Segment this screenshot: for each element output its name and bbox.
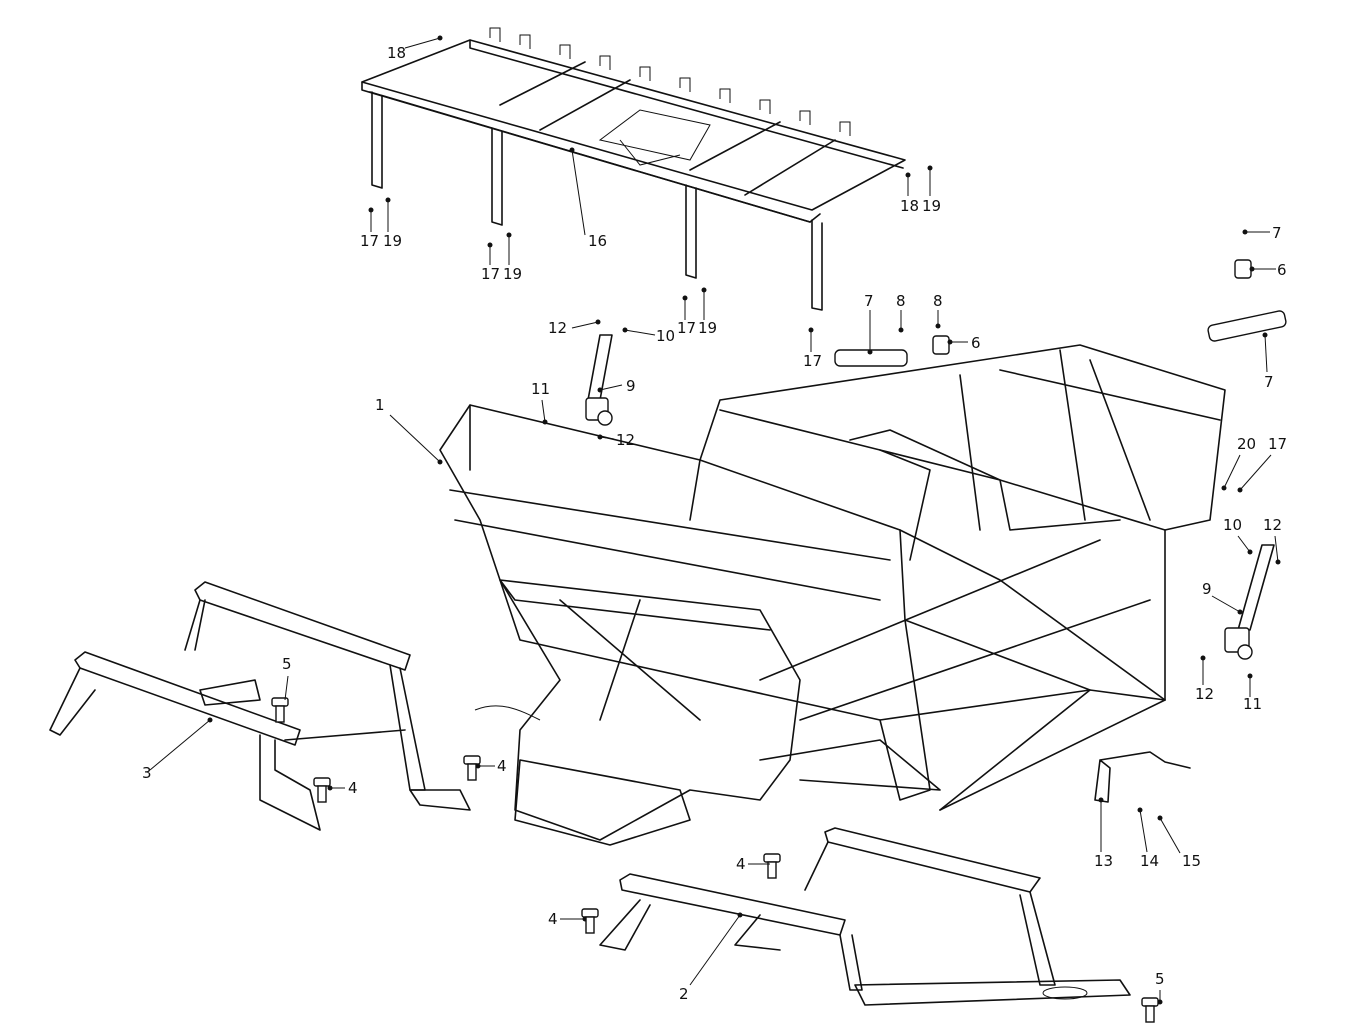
callout-label-18: 18 — [900, 197, 919, 215]
callout-label-12: 12 — [1195, 685, 1214, 703]
leader-line — [599, 436, 615, 440]
callout-label-20: 20 — [1237, 435, 1256, 453]
leader-line — [571, 321, 599, 329]
bolt-icon — [463, 755, 481, 781]
callout-label-17: 17 — [360, 232, 379, 250]
callout-label-19: 19 — [922, 197, 941, 215]
leader-line — [404, 37, 441, 49]
callout-label-10: 10 — [656, 327, 675, 345]
callout-label-6: 6 — [971, 334, 981, 352]
leader-line — [389, 414, 441, 463]
leader-line — [689, 914, 741, 986]
callout-label-4: 4 — [736, 855, 746, 873]
callout-label-17: 17 — [803, 352, 822, 370]
callout-label-8: 8 — [933, 292, 943, 310]
callout-label-19: 19 — [698, 319, 717, 337]
callout-label-4: 4 — [548, 910, 558, 928]
callout-label-7: 7 — [1264, 373, 1274, 391]
callout-label-1: 1 — [375, 396, 385, 414]
callout-label-11: 11 — [531, 380, 550, 398]
callout-label-5: 5 — [1155, 970, 1165, 988]
callout-label-12: 12 — [616, 431, 635, 449]
callout-label-15: 15 — [1182, 852, 1201, 870]
leader-line — [1211, 595, 1241, 613]
bracket-part-13 — [1094, 751, 1191, 803]
seat-base-part-2 — [599, 827, 1131, 1006]
leader-line — [541, 399, 546, 423]
callout-label-6: 6 — [1277, 261, 1287, 279]
callout-label-17: 17 — [677, 319, 696, 337]
callout-label-12: 12 — [1263, 516, 1282, 534]
bolt-icon — [581, 908, 599, 934]
callout-label-19: 19 — [503, 265, 522, 283]
callout-label-4: 4 — [497, 757, 507, 775]
spacer-parts — [834, 259, 1287, 367]
leader-line — [1264, 334, 1268, 373]
callout-label-5: 5 — [282, 655, 292, 673]
callout-label-18: 18 — [387, 44, 406, 62]
fasteners — [207, 35, 1281, 1023]
callout-label-7: 7 — [864, 292, 874, 310]
leader-line — [149, 719, 211, 771]
callout-label-14: 14 — [1140, 852, 1159, 870]
leader-line — [1139, 809, 1148, 853]
seat-base-part-3 — [49, 581, 471, 831]
callout-label-19: 19 — [383, 232, 402, 250]
callout-label-13: 13 — [1094, 852, 1113, 870]
callout-label-9: 9 — [1202, 580, 1212, 598]
callout-label-11: 11 — [1243, 695, 1262, 713]
callout-label-16: 16 — [588, 232, 607, 250]
leader-line — [1274, 535, 1279, 563]
leader-line — [624, 329, 656, 336]
callout-label-17: 17 — [481, 265, 500, 283]
callout-label-17: 17 — [1268, 435, 1287, 453]
shock-part-9 — [585, 334, 1275, 660]
callout-label-12: 12 — [548, 319, 567, 337]
leader-line — [1159, 817, 1181, 854]
callout-leaders — [149, 37, 1279, 1002]
leader-line — [1239, 454, 1272, 491]
bolt-icon — [763, 853, 781, 879]
leader-line — [1223, 454, 1241, 489]
leader-line — [1237, 535, 1251, 553]
callout-label-10: 10 — [1223, 516, 1242, 534]
leader-line — [599, 384, 623, 391]
main-frame-part-1 — [439, 344, 1226, 846]
bolt-icon — [1141, 997, 1159, 1023]
leader-line — [284, 675, 289, 701]
callout-label-7: 7 — [1272, 224, 1282, 242]
callout-label-9: 9 — [626, 377, 636, 395]
callout-label-3: 3 — [142, 764, 152, 782]
roof-rack-part-16 — [361, 27, 906, 311]
callout-label-2: 2 — [679, 985, 689, 1003]
leader-line — [571, 149, 586, 236]
bolt-icon — [313, 777, 331, 803]
callout-label-4: 4 — [348, 779, 358, 797]
bolt-icon — [271, 697, 289, 723]
callout-label-8: 8 — [896, 292, 906, 310]
